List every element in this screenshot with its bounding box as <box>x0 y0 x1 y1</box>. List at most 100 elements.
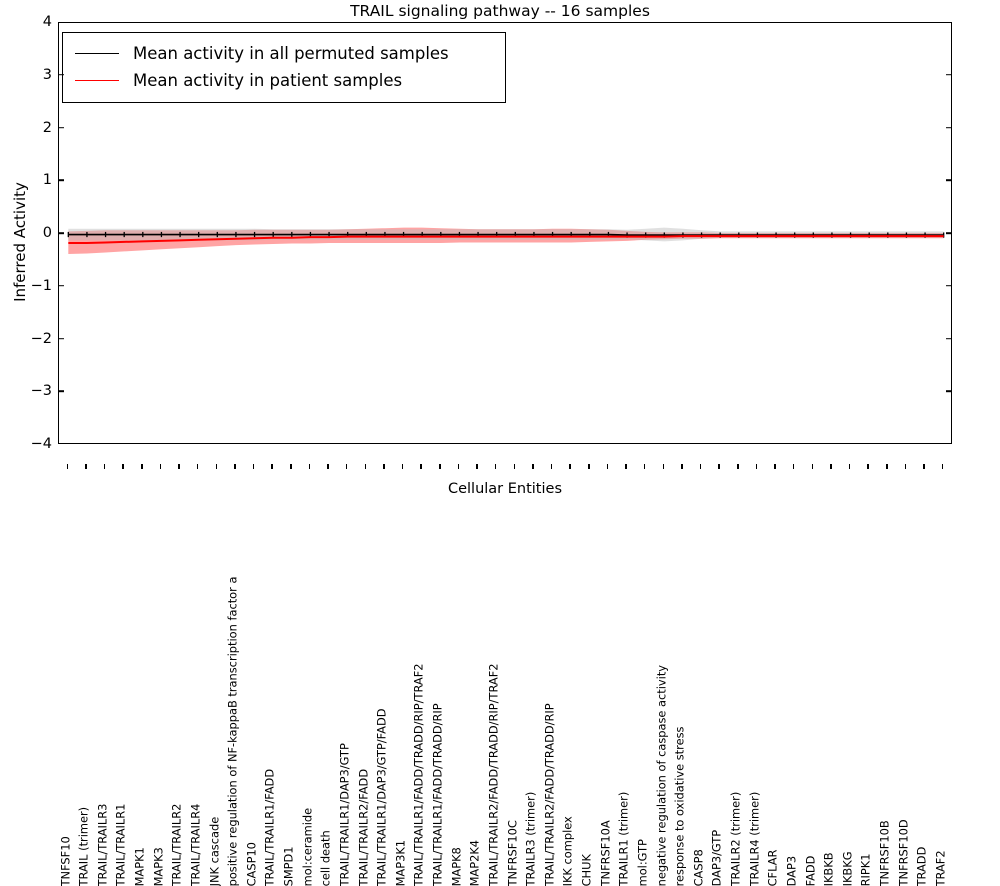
x-tick-label: response to oxidative stress <box>675 726 686 886</box>
legend-label: Mean activity in patient samples <box>133 71 402 90</box>
y-tick-label: 3 <box>6 67 58 83</box>
y-tick-label: −3 <box>6 383 58 399</box>
x-tick-label: SMPD1 <box>284 846 295 886</box>
x-tick-label: negative regulation of caspase activity <box>656 665 667 886</box>
x-tick-label: mol:ceramide <box>302 808 313 886</box>
x-tick-mark <box>271 464 272 469</box>
x-tick-label: MAPK3 <box>153 847 164 886</box>
x-tick-label: TRAIL/TRAILR4 <box>190 803 201 886</box>
y-tick-label: −4 <box>6 436 58 452</box>
y-tick-mark <box>58 74 64 76</box>
x-tick-mark <box>458 464 459 469</box>
x-tick-mark <box>309 464 310 469</box>
x-tick-label: TRAIL/TRAILR1/FADD <box>265 769 276 886</box>
legend-item: Mean activity in patient samples <box>75 67 493 94</box>
x-tick-mark <box>923 464 924 469</box>
x-tick-mark <box>253 464 254 469</box>
x-tick-label: TRAF2 <box>935 850 946 886</box>
x-tick-mark <box>700 464 701 469</box>
x-tick-label: TRAIL/TRAILR1/DAP3/GTP/FADD <box>377 708 388 886</box>
x-tick-label: positive regulation of NF-kappaB transcr… <box>228 576 239 886</box>
x-tick-mark <box>793 464 794 469</box>
y-tick-mark <box>946 74 952 76</box>
legend-item: Mean activity in all permuted samples <box>75 40 493 67</box>
y-tick-label: 0 <box>6 225 58 241</box>
x-tick-mark <box>644 464 645 469</box>
x-tick-label: TNFRSF10A <box>600 820 611 886</box>
x-tick-label: TRAIL/TRAILR3 <box>97 803 108 886</box>
x-tick-label: MAPK1 <box>135 847 146 886</box>
x-tick-mark <box>141 464 142 469</box>
x-tick-mark <box>607 464 608 469</box>
x-tick-label: TRAIL/TRAILR1/FADD/TRADD/RIP <box>433 703 444 886</box>
x-tick-label: MAPK8 <box>451 847 462 886</box>
x-tick-mark <box>383 464 384 469</box>
x-tick-label: RIPK1 <box>861 853 872 886</box>
x-tick-mark <box>942 464 943 469</box>
x-tick-mark <box>420 464 421 469</box>
x-tick-mark <box>122 464 123 469</box>
x-tick-mark <box>532 464 533 469</box>
x-tick-mark <box>216 464 217 469</box>
x-tick-label: IKK complex <box>563 816 574 886</box>
x-tick-label: CASP8 <box>693 849 704 886</box>
x-tick-mark <box>588 464 589 469</box>
x-tick-label: TNFRSF10C <box>507 820 518 886</box>
x-tick-label: TRAIL/TRAILR2/FADD/TRADD/RIP/TRAF2 <box>488 663 499 886</box>
series-line <box>68 235 943 236</box>
x-tick-mark <box>327 464 328 469</box>
x-axis-label: Cellular Entities <box>58 481 952 497</box>
y-tick-mark <box>58 127 64 129</box>
y-tick-mark <box>58 285 64 287</box>
figure: TRAIL signaling pathway -- 16 samples In… <box>0 0 1000 500</box>
x-tick-label: TRAILR2 (trimer) <box>731 791 742 886</box>
x-tick-label: MAP2K4 <box>470 840 481 886</box>
x-tick-label: DAP3/GTP <box>712 829 723 886</box>
x-tick-label: TRAIL (trimer) <box>79 806 90 886</box>
y-tick-mark <box>58 390 64 392</box>
x-tick-label: TNFRSF10D <box>898 819 909 886</box>
y-tick-label: −1 <box>6 278 58 294</box>
x-tick-mark <box>886 464 887 469</box>
x-tick-mark <box>718 464 719 469</box>
x-tick-mark <box>625 464 626 469</box>
legend-label: Mean activity in all permuted samples <box>133 44 449 63</box>
x-tick-label: CFLAR <box>768 849 779 886</box>
x-tick-mark <box>346 464 347 469</box>
y-tick-label: 2 <box>6 120 58 136</box>
x-tick-mark <box>104 464 105 469</box>
x-tick-label: CHUK <box>582 854 593 886</box>
x-tick-mark <box>569 464 570 469</box>
y-tick-mark <box>58 338 64 340</box>
chart-title: TRAIL signaling pathway -- 16 samples <box>0 2 1000 20</box>
x-tick-label: TRAIL/TRAILR1 <box>116 803 127 886</box>
x-tick-label: TRADD <box>917 846 928 886</box>
x-tick-mark <box>439 464 440 469</box>
y-tick-label: 4 <box>6 14 58 30</box>
x-tick-label: TNFRSF10B <box>880 820 891 886</box>
x-tick-label: TRAIL/TRAILR2/FADD/TRADD/RIP <box>544 703 555 886</box>
x-tick-mark <box>514 464 515 469</box>
x-tick-label: TRAILR3 (trimer) <box>526 791 537 886</box>
x-tick-label: TRAIL/TRAILR1/DAP3/GTP <box>339 743 350 886</box>
x-tick-label: TRAILR4 (trimer) <box>749 791 760 886</box>
y-tick-mark <box>946 390 952 392</box>
x-tick-mark <box>867 464 868 469</box>
x-tick-label: MAP3K1 <box>395 840 406 886</box>
x-tick-mark <box>85 464 86 469</box>
x-tick-mark <box>551 464 552 469</box>
x-tick-mark <box>178 464 179 469</box>
x-tick-label: TRAIL/TRAILR2/FADD <box>358 769 369 886</box>
legend-line-swatch <box>75 53 119 54</box>
y-tick-mark <box>58 179 64 181</box>
legend-line-swatch <box>75 80 119 81</box>
x-tick-mark <box>663 464 664 469</box>
x-tick-mark <box>476 464 477 469</box>
x-tick-mark <box>681 464 682 469</box>
x-tick-mark <box>234 464 235 469</box>
x-tick-label: TNFSF10 <box>60 836 71 886</box>
x-tick-label: CASP10 <box>246 842 257 886</box>
y-tick-mark <box>946 285 952 287</box>
